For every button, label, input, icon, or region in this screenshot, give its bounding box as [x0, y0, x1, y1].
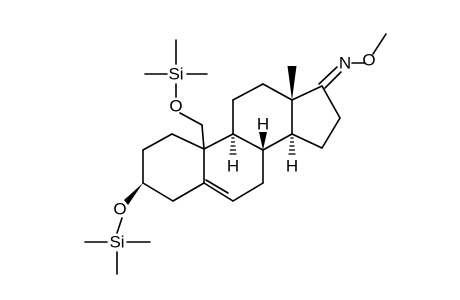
c9-h-hash	[229, 137, 237, 155]
bond-c14-c8	[262, 133, 293, 151]
c8-h-wedge	[259, 132, 267, 150]
bond-c10-c1	[171, 133, 205, 150]
bond-o-methyl	[372, 33, 387, 55]
trimethylsilyl-group-top	[144, 39, 208, 150]
h-c8-label: H	[257, 115, 269, 134]
bond-c17-n-1	[318, 66, 338, 85]
c3-o-wedge	[124, 183, 143, 205]
oxygen-bottom-label: O	[113, 200, 126, 219]
silicon-bottom-label: Si	[109, 233, 124, 252]
silicon-top-label: Si	[168, 65, 183, 84]
ring-d	[291, 85, 341, 149]
h-c9-label: H	[227, 157, 239, 176]
ring-a	[142, 133, 205, 202]
bond-c4-c5	[172, 182, 205, 202]
oxygen-oxime-label: O	[362, 51, 375, 70]
bond-c11-c12	[232, 83, 264, 101]
bond-c5-c6-double	[205, 179, 229, 194]
bond-c1-c2	[142, 133, 173, 151]
oxygen-top-label: O	[169, 97, 182, 116]
methoxime-group	[318, 33, 387, 89]
bond-c7-c6	[232, 182, 264, 202]
c18-methyl-wedge	[287, 66, 297, 100]
bond-ch2-c10	[201, 124, 205, 150]
bond-c15-c14	[291, 133, 323, 149]
bond-c16-c15	[321, 117, 341, 149]
c14-h-hash	[288, 137, 296, 155]
bond-c9-c8	[232, 133, 264, 151]
bond-o-si-bottom	[116, 217, 123, 234]
bond-o-ch2	[179, 112, 203, 126]
bond-c10-c9	[203, 133, 234, 150]
bond-c17-c16	[321, 85, 341, 119]
h-c14-label: H	[286, 157, 298, 176]
ring-b	[203, 133, 264, 202]
nitrogen-label: N	[339, 54, 351, 73]
bond-c6-c5	[203, 182, 234, 202]
bond-c13-c17	[291, 85, 323, 101]
ring-c	[232, 83, 293, 151]
trimethylsilyloxy-group-bottom	[84, 183, 151, 275]
bond-c12-c13	[262, 83, 293, 101]
bond-c3-c4	[142, 182, 174, 202]
bond-c17-n-2	[324, 71, 342, 89]
